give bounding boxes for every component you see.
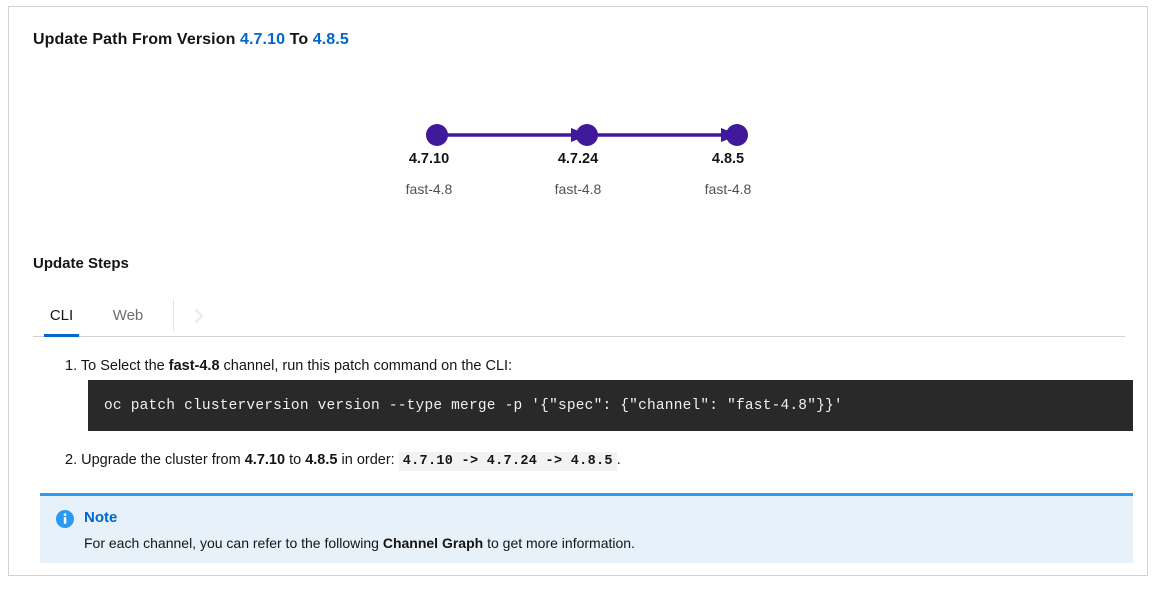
tab-cli[interactable]: CLI	[33, 295, 90, 337]
graph-node-label-1: 4.7.10 fast-4.8	[349, 149, 509, 198]
tab-scroll-forward-button[interactable]	[174, 295, 224, 336]
page-title-from-version: 4.7.10	[240, 31, 286, 48]
note-alert-body: For each channel, you can refer to the f…	[84, 533, 635, 553]
info-circle-icon	[56, 510, 74, 528]
step-1: 1. To Select the fast-4.8 channel, run t…	[65, 355, 1135, 377]
node-version: 4.7.10	[408, 151, 450, 167]
update-path-graph: 4.7.10 fast-4.8 4.7.24 fast-4.8 4.8.5 fa…	[389, 107, 809, 217]
patch-command-text: oc patch clusterversion version --type m…	[104, 397, 843, 414]
step-2: 2. Upgrade the cluster from 4.7.10 to 4.…	[65, 449, 621, 473]
note-alert-title: Note	[84, 509, 118, 526]
step-1-text-after: channel, run this patch command on the C…	[223, 358, 513, 374]
update-steps-tabbar: CLI Web	[33, 295, 1125, 337]
step-2-text-after: in order:	[341, 452, 395, 468]
graph-node-1[interactable]	[426, 124, 448, 146]
note-alert: Note For each channel, you can refer to …	[40, 493, 1133, 563]
step-2-text-before: Upgrade the cluster from	[81, 452, 241, 468]
patch-command-codeblock[interactable]: oc patch clusterversion version --type m…	[88, 380, 1133, 431]
page-title-joiner: To	[289, 31, 309, 48]
page-title-to-version: 4.8.5	[312, 31, 349, 48]
chevron-right-icon	[194, 308, 205, 324]
graph-node-2[interactable]	[576, 124, 598, 146]
step-2-to-version: 4.8.5	[305, 452, 338, 468]
tab-web[interactable]: Web	[90, 295, 166, 336]
step-2-order-code: 4.7.10 -> 4.7.24 -> 4.8.5	[398, 452, 617, 471]
page-title-prefix: Update Path From Version	[33, 31, 236, 48]
step-2-from-version: 4.7.10	[244, 452, 286, 468]
update-path-card: Update Path From Version 4.7.10 To 4.8.5…	[8, 6, 1148, 576]
step-2-number: 2.	[65, 452, 78, 468]
node-channel: fast-4.8	[704, 181, 752, 197]
tab-divider	[173, 299, 174, 332]
note-alert-body-after: to get more information.	[487, 535, 635, 551]
step-1-number: 1.	[65, 358, 78, 374]
node-channel: fast-4.8	[554, 181, 602, 197]
tab-cli-label: CLI	[49, 307, 74, 324]
note-alert-body-link: Channel Graph	[382, 535, 484, 551]
node-version: 4.8.5	[711, 151, 745, 167]
node-version: 4.7.24	[557, 151, 599, 167]
graph-node-label-2: 4.7.24 fast-4.8	[498, 149, 658, 198]
graph-node-3[interactable]	[726, 124, 748, 146]
note-alert-body-before: For each channel, you can refer to the f…	[84, 535, 379, 551]
graph-node-label-3: 4.8.5 fast-4.8	[648, 149, 808, 198]
update-steps-title: Update Steps	[33, 255, 129, 272]
graph-node-labels: 4.7.10 fast-4.8 4.7.24 fast-4.8 4.8.5 fa…	[389, 149, 809, 219]
update-path-graph-svg	[426, 124, 748, 146]
step-2-text-middle: to	[289, 452, 302, 468]
step-2-trailing: .	[616, 452, 621, 468]
step-1-channel: fast-4.8	[168, 358, 220, 374]
update-steps-list: 1. To Select the fast-4.8 channel, run t…	[65, 355, 1135, 377]
tab-web-label: Web	[112, 307, 144, 324]
step-1-text-before: To Select the	[80, 358, 165, 374]
page-title: Update Path From Version 4.7.10 To 4.8.5	[33, 31, 349, 49]
node-channel: fast-4.8	[405, 181, 453, 197]
